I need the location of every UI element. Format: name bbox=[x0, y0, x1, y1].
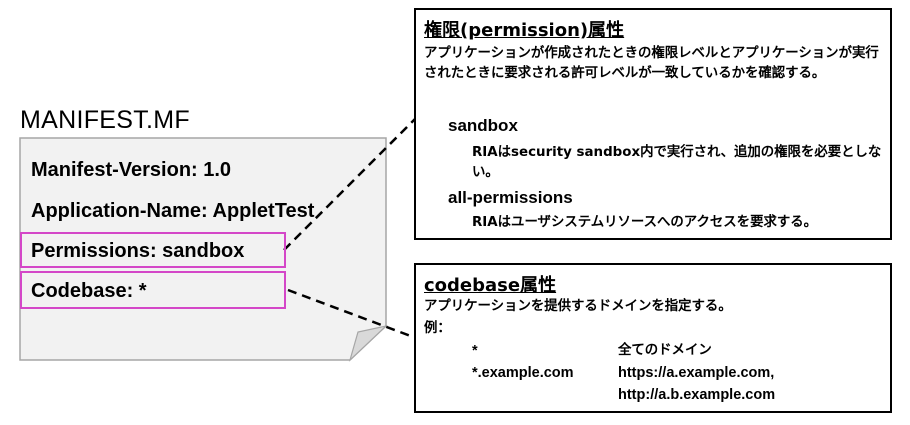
example-pattern: * bbox=[472, 343, 478, 359]
permission-description: アプリケーションが作成されたときの権限レベルとアプリケーションが実行されたときに… bbox=[424, 46, 879, 81]
manifest-line-codebase: Codebase: * bbox=[31, 280, 147, 302]
permission-callout: 権限(permission)属性 アプリケーションが作成されたときの権限レベルと… bbox=[414, 8, 892, 240]
folded-corner bbox=[348, 324, 388, 362]
sandbox-label: sandbox bbox=[448, 116, 518, 135]
example-meaning: http://a.b.example.com bbox=[618, 387, 776, 403]
manifest-title: MANIFEST.MF bbox=[20, 106, 190, 134]
permissions-highlight-box bbox=[20, 232, 286, 268]
codebase-highlight-box bbox=[20, 271, 286, 309]
codebase-callout: codebase属性 アプリケーションを提供するドメインを指定する。 例： * … bbox=[414, 263, 892, 413]
codebase-description: アプリケーションを提供するドメインを指定する。 bbox=[424, 299, 732, 314]
sandbox-description: RIAはsecurity sandbox内で実行され、追加の権限を必要としない。 bbox=[472, 145, 882, 180]
connector-codebase bbox=[287, 288, 417, 340]
all-permissions-label: all-permissions bbox=[448, 188, 573, 207]
codebase-title: codebase属性 bbox=[424, 275, 557, 296]
example-pattern: *.example.com bbox=[472, 365, 574, 381]
manifest-line-version: Manifest-Version: 1.0 bbox=[31, 159, 232, 181]
permission-title: 権限(permission)属性 bbox=[424, 20, 625, 41]
manifest-line-app-name: Application-Name: AppletTest bbox=[31, 200, 315, 222]
all-permissions-description: RIAはユーザシステムリソースへのアクセスを要求する。 bbox=[472, 215, 818, 230]
connector-permissions bbox=[283, 117, 417, 251]
example-label: 例： bbox=[424, 321, 451, 336]
example-meaning: https://a.example.com, bbox=[618, 365, 775, 381]
example-meaning: 全てのドメイン bbox=[618, 343, 712, 358]
manifest-line-permissions: Permissions: sandbox bbox=[31, 240, 245, 262]
